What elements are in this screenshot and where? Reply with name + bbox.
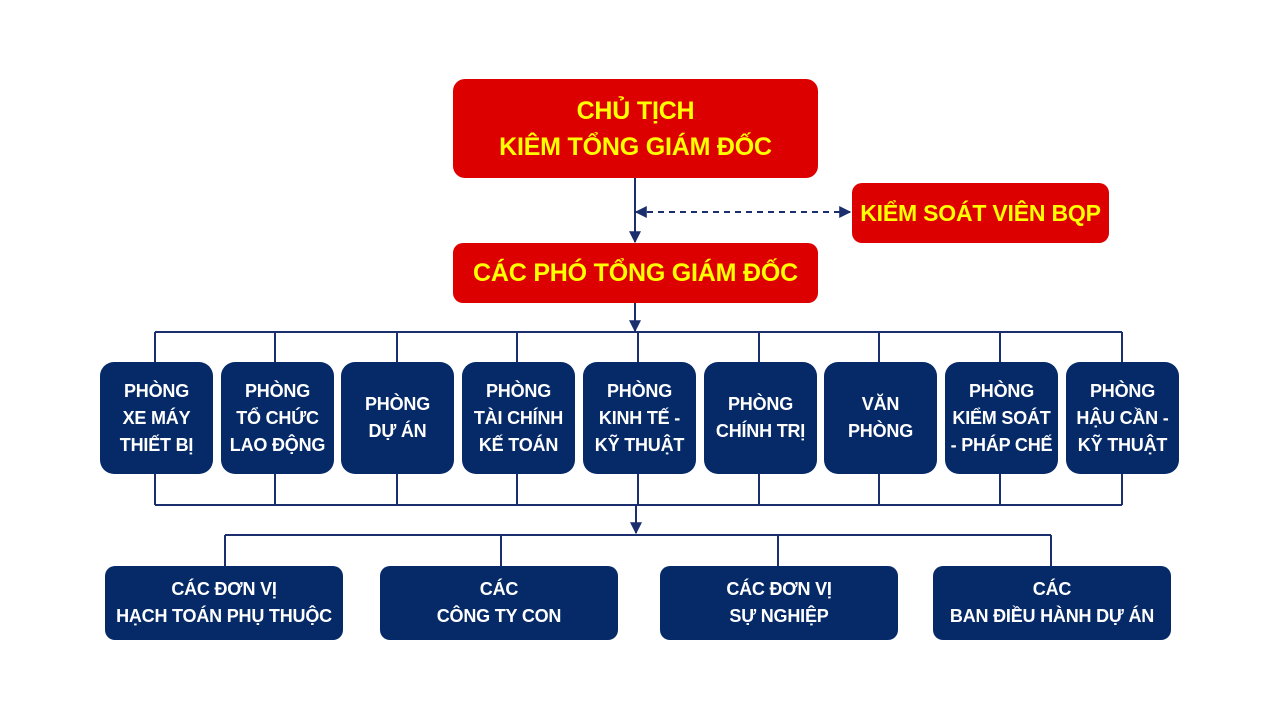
dept-label-line: PHÒNG: [364, 394, 430, 414]
dept-label-line: KẾ TOÁN: [478, 434, 559, 455]
unit-label-line: CÁC: [1032, 579, 1072, 599]
unit-label-line: SỰ NGHIỆP: [729, 606, 829, 626]
chairman-title: CHỦ TỊCH: [576, 96, 695, 125]
dept-xe-may-thiet-bi: PHÒNG XE MÁY THIẾT BỊ: [100, 362, 213, 474]
chairman-box: CHỦ TỊCH KIÊM TỔNG GIÁM ĐỐC: [453, 79, 818, 178]
dept-label-line: KỸ THUẬT: [1077, 434, 1168, 455]
unit-label-line: BAN ĐIỀU HÀNH DỰ ÁN: [949, 606, 1155, 626]
unit-label-line: CÁC: [479, 579, 519, 599]
dept-label-line: TỔ CHỨC: [236, 407, 319, 428]
unit-label-line: CÔNG TY CON: [436, 606, 562, 626]
dept-label-line: VĂN: [861, 394, 900, 414]
dept-label-line: HẬU CẦN -: [1076, 407, 1169, 428]
dept-chinh-tri: PHÒNG CHÍNH TRỊ: [704, 362, 817, 474]
dept-label-line: PHÒNG: [485, 380, 551, 401]
unit-su-nghiep: CÁC ĐƠN VỊ SỰ NGHIỆP: [660, 566, 898, 640]
dept-label-line: THIẾT BỊ: [119, 434, 194, 455]
dept-tai-chinh-ke-toan: PHÒNG TÀI CHÍNH KẾ TOÁN: [462, 362, 575, 474]
dept-label-line: KINH TẾ -: [598, 407, 681, 428]
controller-box: KIỂM SOÁT VIÊN BQP: [852, 183, 1109, 243]
dept-label-line: PHÒNG: [847, 421, 913, 441]
dept-label-line: PHÒNG: [244, 380, 310, 401]
vice-directors-label: CÁC PHÓ TỔNG GIÁM ĐỐC: [473, 258, 798, 287]
dept-du-an: PHÒNG DỰ ÁN: [341, 362, 454, 474]
unit-label-line: CÁC ĐƠN VỊ: [726, 579, 832, 599]
dept-label-line: PHÒNG: [606, 380, 672, 401]
dept-label-line: PHÒNG: [968, 380, 1034, 401]
dept-label-line: PHÒNG: [1089, 380, 1155, 401]
dept-label-line: XE MÁY: [122, 407, 191, 428]
dept-label-line: CHÍNH TRỊ: [715, 421, 806, 441]
chairman-subtitle: KIÊM TỔNG GIÁM ĐỐC: [499, 132, 772, 161]
unit-ban-dieu-hanh-du-an: CÁC BAN ĐIỀU HÀNH DỰ ÁN: [933, 566, 1171, 640]
unit-connectors: [224, 535, 1052, 566]
dept-label-line: PHÒNG: [123, 380, 189, 401]
unit-hach-toan-phu-thuoc: CÁC ĐƠN VỊ HẠCH TOÁN PHỤ THUỘC: [105, 566, 343, 640]
dept-label-line: DỰ ÁN: [368, 421, 427, 441]
dept-hau-can-ky-thuat: PHÒNG HẬU CẦN - KỸ THUẬT: [1066, 362, 1179, 474]
dept-kiem-soat-phap-che: PHÒNG KIỂM SOÁT - PHÁP CHẾ: [945, 362, 1058, 474]
unit-cong-ty-con: CÁC CÔNG TY CON: [380, 566, 618, 640]
dept-label-line: KỸ THUẬT: [594, 434, 685, 455]
unit-label-line: HẠCH TOÁN PHỤ THUỘC: [116, 606, 332, 626]
dept-kinh-te-ky-thuat: PHÒNG KINH TẾ - KỸ THUẬT: [583, 362, 696, 474]
dept-label-line: KIỂM SOÁT: [952, 407, 1051, 428]
unit-label-line: CÁC ĐƠN VỊ: [171, 579, 277, 599]
dept-connectors: [154, 332, 1123, 505]
dept-label-line: LAO ĐỘNG: [229, 434, 326, 455]
controller-label: KIỂM SOÁT VIÊN BQP: [860, 199, 1101, 226]
vice-directors-box: CÁC PHÓ TỔNG GIÁM ĐỐC: [453, 243, 818, 303]
dept-label-line: PHÒNG: [727, 394, 793, 414]
dept-label-line: - PHÁP CHẾ: [950, 434, 1053, 455]
dept-van-phong: VĂN PHÒNG: [824, 362, 937, 474]
dept-label-line: TÀI CHÍNH: [473, 407, 564, 428]
dept-to-chuc-lao-dong: PHÒNG TỔ CHỨC LAO ĐỘNG: [221, 362, 334, 474]
